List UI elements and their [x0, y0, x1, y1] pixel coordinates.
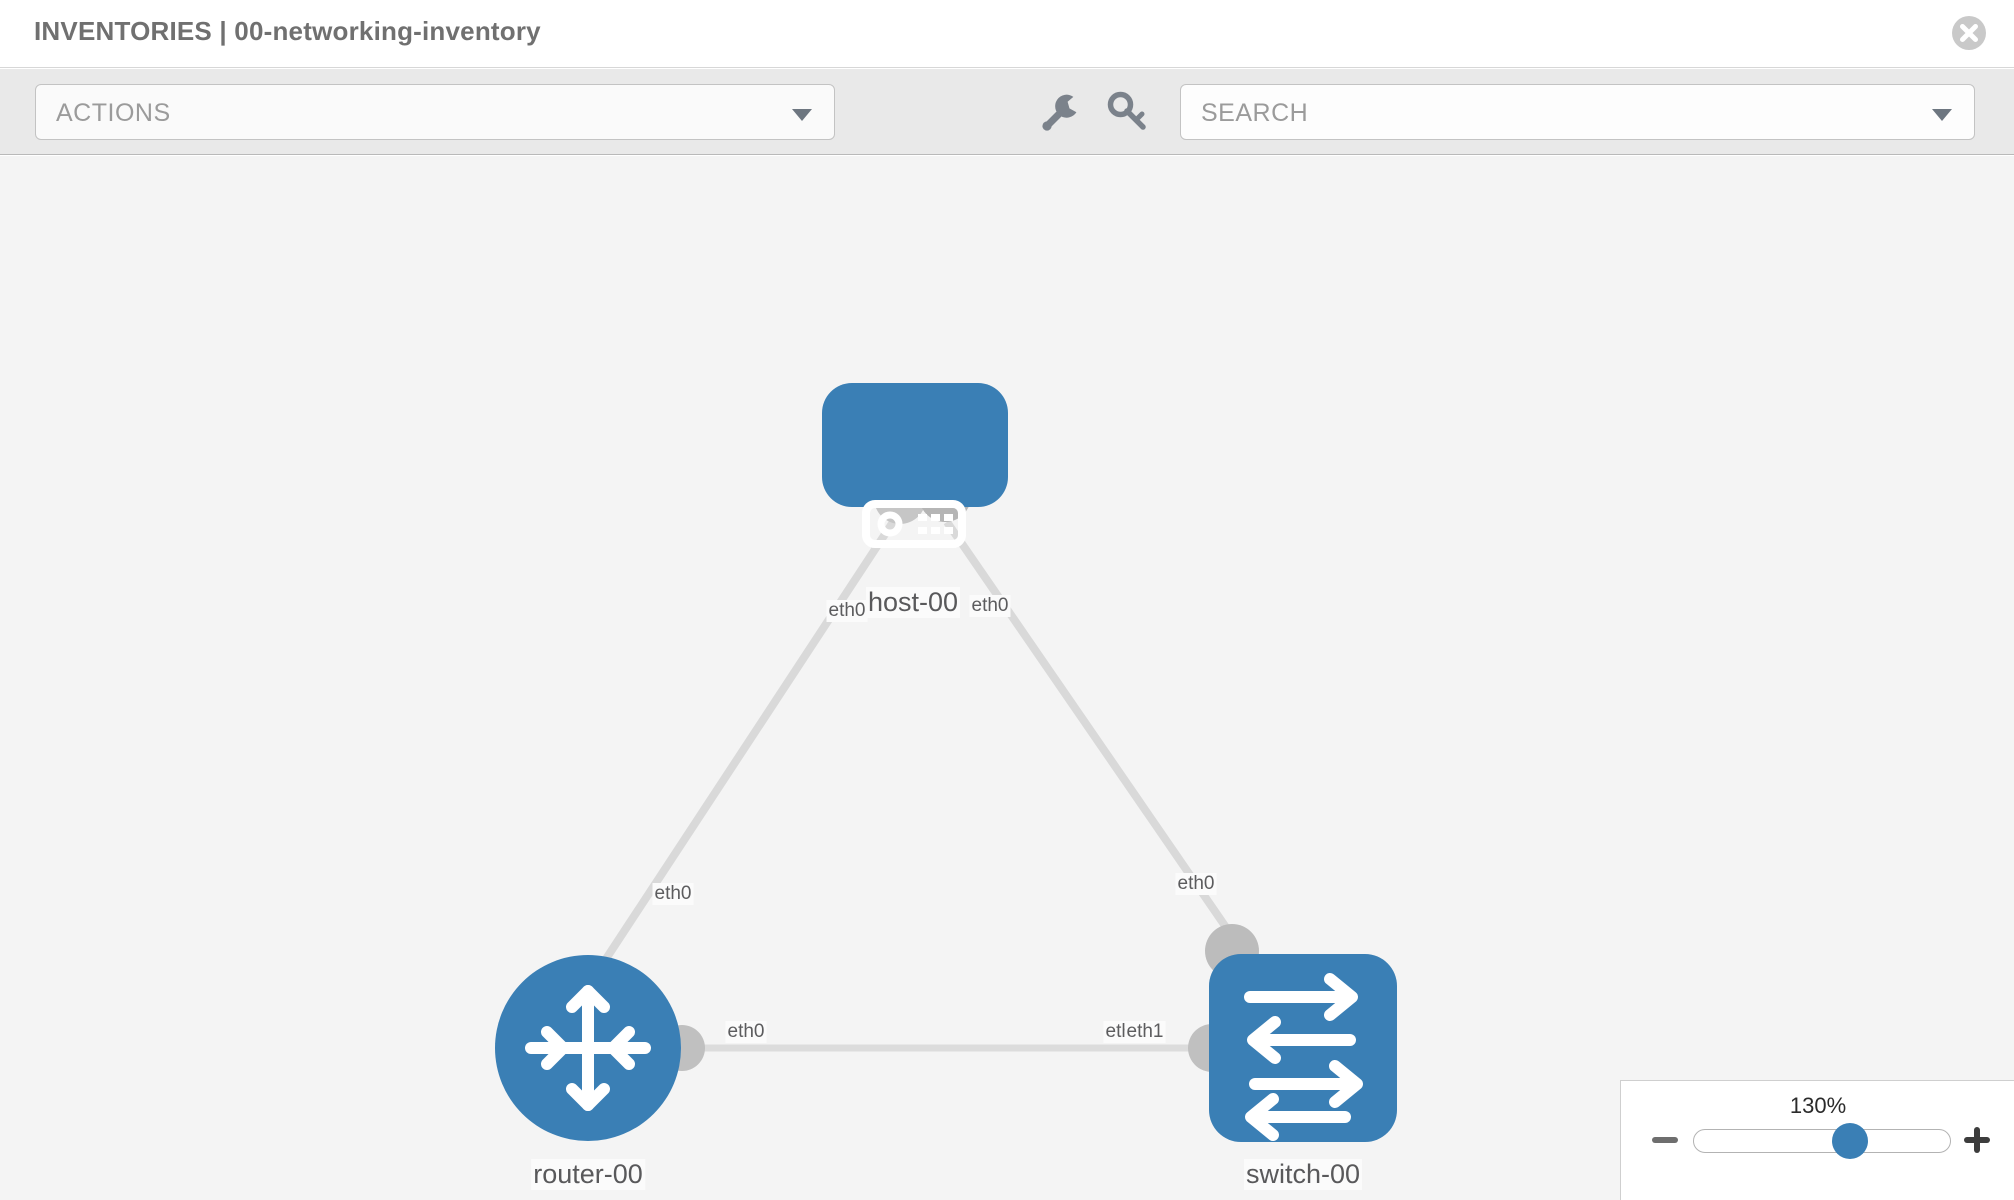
- node-label-host-00: host-00: [865, 587, 961, 618]
- close-icon[interactable]: [1950, 14, 1988, 52]
- server-icon: [862, 500, 966, 548]
- node-label-switch-00: switch-00: [1243, 1159, 1363, 1190]
- topology-connectors: [659, 470, 1259, 1072]
- link-host00-switch00: [943, 519, 1258, 971]
- switch-arrows-icon: [1244, 973, 1363, 1141]
- minus-icon[interactable]: [1648, 1123, 1682, 1157]
- zoom-percent-label: 130%: [1789, 1093, 1847, 1118]
- zoom-control-panel: 130%: [1620, 1080, 2014, 1200]
- iface-label-switch00-west: eth1: [1124, 1021, 1166, 1043]
- topology-svg: [495, 383, 1397, 1142]
- node-router-00[interactable]: [495, 955, 681, 1141]
- page-header: INVENTORIES | 00-networking-inventory: [0, 0, 2014, 68]
- link-host00-router00: [596, 519, 897, 971]
- topology-canvas[interactable]: host-00 router-00 switch-00 eth0 eth0 et…: [0, 156, 2014, 1200]
- search-placeholder: SEARCH: [1201, 99, 1309, 127]
- node-label-router-00: router-00: [531, 1159, 645, 1190]
- actions-dropdown-label: ACTIONS: [56, 99, 171, 127]
- key-icon[interactable]: [1105, 89, 1151, 135]
- search-input[interactable]: SEARCH: [1180, 84, 1975, 140]
- node-host-00[interactable]: [822, 383, 1008, 548]
- iface-label-host00-router00: eth0: [826, 600, 868, 622]
- node-switch-00[interactable]: [1209, 954, 1397, 1142]
- iface-label-router00-uplink: eth0: [652, 883, 694, 905]
- chevron-down-icon: [792, 109, 812, 121]
- iface-label-host00-switch00: eth0: [969, 595, 1011, 617]
- zoom-slider-thumb[interactable]: [1832, 1123, 1869, 1159]
- iface-label-router00-east: eth0: [725, 1021, 767, 1043]
- plus-icon[interactable]: [1960, 1123, 1994, 1157]
- iface-label-switch00-uplink: eth0: [1175, 873, 1217, 895]
- wrench-icon[interactable]: [1038, 89, 1084, 135]
- actions-dropdown[interactable]: ACTIONS: [35, 84, 835, 140]
- page-title: INVENTORIES | 00-networking-inventory: [34, 16, 541, 46]
- router-arrows-icon: [525, 985, 651, 1111]
- toolbar: ACTIONS SEARCH: [0, 69, 2014, 155]
- zoom-slider-track[interactable]: [1693, 1123, 1951, 1159]
- chevron-down-icon[interactable]: [1932, 109, 1952, 121]
